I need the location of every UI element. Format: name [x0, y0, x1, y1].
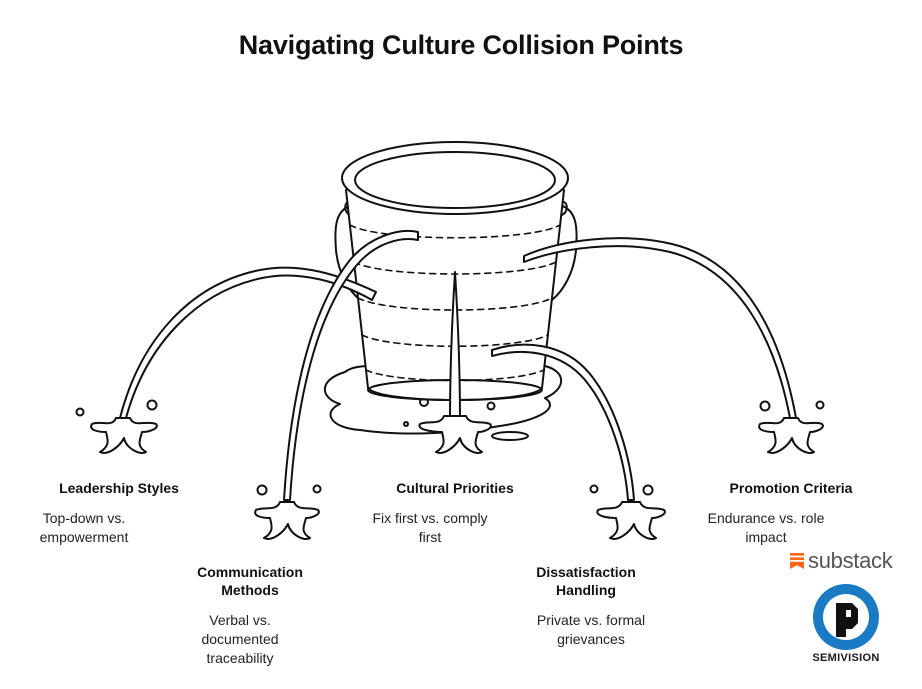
stream-dissatisfaction — [491, 343, 635, 501]
puddle-drop — [491, 431, 529, 441]
stream-communication — [283, 230, 419, 501]
collision-point-communication: Communication Methods Verbal vs. documen… — [190, 563, 380, 668]
stream-promotion — [523, 237, 797, 419]
dissatisfaction-heading: Dissatisfaction Handling — [536, 564, 636, 598]
splash-dissatisfaction — [589, 484, 666, 540]
collision-point-dissatisfaction: Dissatisfaction Handling Private vs. for… — [526, 563, 716, 649]
splash-communication — [254, 484, 322, 540]
cultural-description: Fix first vs. comply first — [372, 510, 488, 545]
leadership-description: Top-down vs. empowerment — [39, 510, 129, 545]
bucket-rim-outer — [341, 141, 569, 215]
dissatisfaction-description: Private vs. formal grievances — [536, 612, 646, 647]
collision-point-cultural: Cultural Priorities Fix first vs. comply… — [360, 479, 550, 547]
promotion-heading: Promotion Criteria — [729, 480, 853, 496]
semivision-wordmark: SEMIVISION — [812, 652, 880, 664]
collision-point-leadership: Leadership Styles Top-down vs. empowerme… — [24, 479, 214, 547]
semivision-eye-icon — [813, 584, 879, 650]
leadership-heading: Leadership Styles — [59, 480, 179, 496]
bucket-rim-inner — [354, 151, 556, 209]
splash-promotion — [758, 400, 825, 454]
cultural-heading: Cultural Priorities — [396, 480, 514, 496]
splash-leadership — [75, 399, 158, 454]
communication-description: Verbal vs. documented traceability — [201, 612, 279, 666]
substack-logo: substack — [790, 548, 893, 574]
collision-point-promotion: Promotion Criteria Endurance vs. role im… — [696, 479, 886, 547]
communication-heading: Communication Methods — [197, 564, 303, 598]
page-title: Navigating Culture Collision Points — [238, 30, 684, 60]
promotion-description: Endurance vs. role impact — [707, 510, 825, 545]
substack-wordmark: substack — [808, 548, 893, 573]
substack-icon — [790, 553, 804, 569]
splash-cultural — [418, 401, 496, 454]
